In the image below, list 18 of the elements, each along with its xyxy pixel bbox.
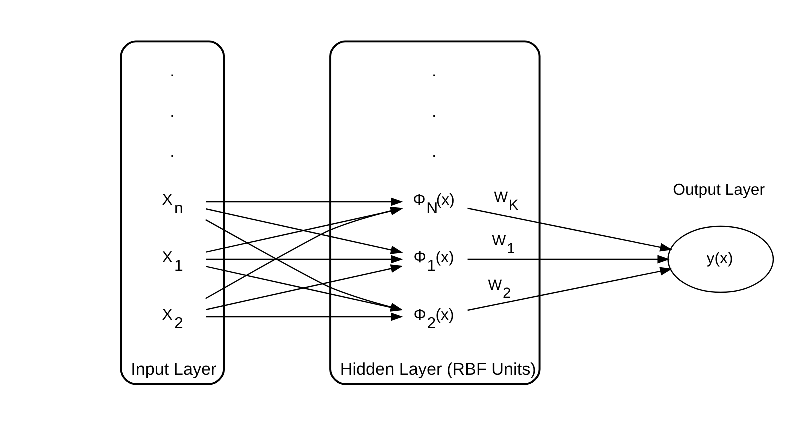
node-ellipse: y(x)	[668, 226, 774, 294]
arrow	[468, 255, 670, 264]
cluster	[330, 40, 541, 386]
label: .	[432, 144, 437, 162]
label: .	[170, 104, 175, 121]
arrow	[468, 208, 673, 252]
label: .	[170, 63, 175, 80]
node-label: Hidden Layer (RBF Units)	[340, 358, 536, 379]
label: .	[432, 104, 437, 121]
label: .	[432, 63, 437, 80]
cluster	[120, 40, 226, 386]
arrow	[206, 312, 404, 322]
arrow	[468, 267, 673, 312]
node-label: Output Layer	[673, 182, 766, 200]
node-label: Input Layer	[131, 358, 217, 379]
arrow	[206, 198, 404, 206]
label: .	[170, 144, 175, 162]
arrow	[206, 255, 404, 264]
